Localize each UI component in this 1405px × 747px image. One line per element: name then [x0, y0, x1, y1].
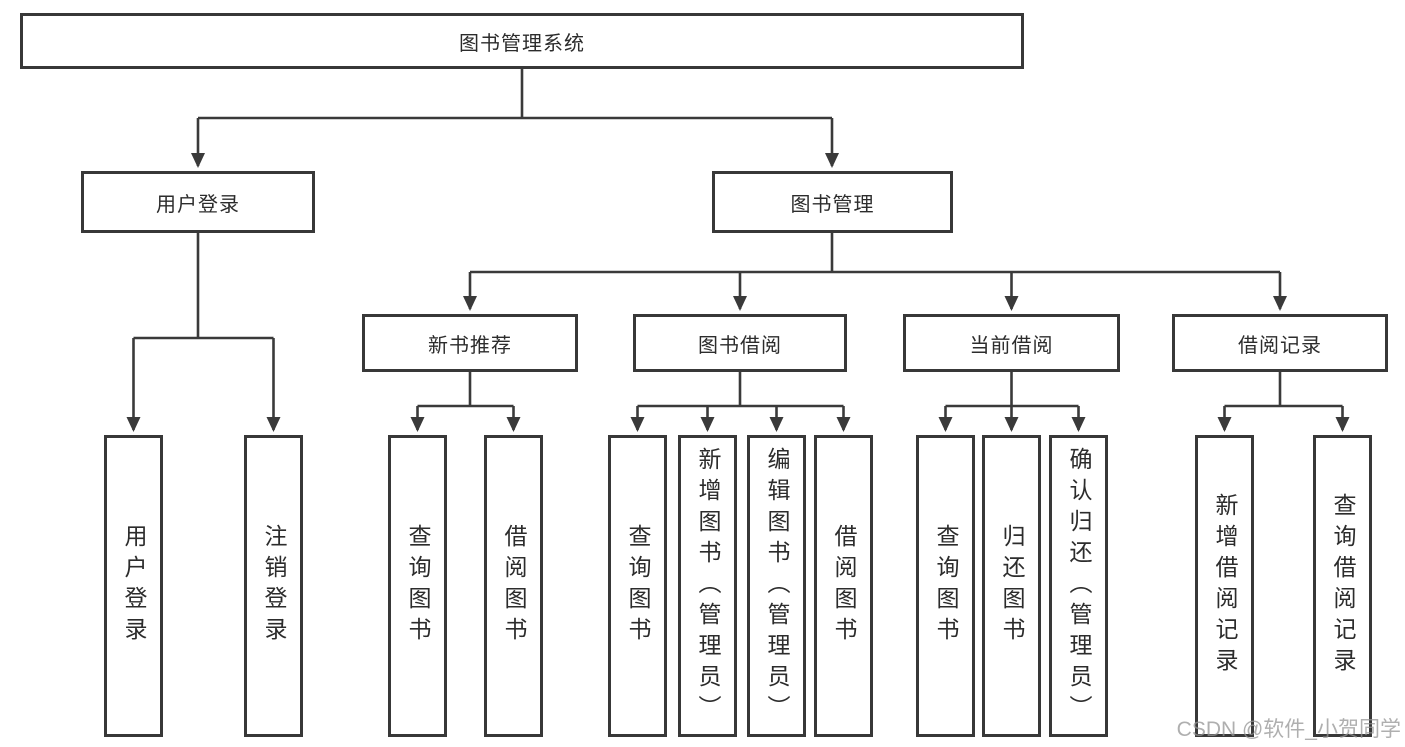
node-label: 新增借阅记录 [1212, 493, 1238, 679]
node-label: 查询图书 [405, 524, 431, 648]
leaf-confirm-return-admin: 确认归还（管理员） [1049, 435, 1108, 737]
node-label: 查询图书 [625, 524, 651, 648]
leaf-user-login: 用户登录 [104, 435, 163, 737]
leaf-query-books-borrow: 查询图书 [608, 435, 667, 737]
leaf-return-books: 归还图书 [982, 435, 1041, 737]
leaf-add-borrow-record: 新增借阅记录 [1195, 435, 1254, 737]
node-label: 用户登录 [156, 193, 240, 216]
node-label: 确认归还（管理员） [1066, 446, 1092, 726]
node-book-management: 图书管理 [712, 171, 953, 233]
node-label: 查询借阅记录 [1330, 493, 1356, 679]
node-label: 借阅记录 [1238, 334, 1322, 357]
node-label: 注销登录 [261, 524, 287, 648]
node-label: 编辑图书（管理员） [764, 446, 790, 726]
node-borrow-record: 借阅记录 [1172, 314, 1388, 372]
leaf-logout: 注销登录 [244, 435, 303, 737]
leaf-borrow-books-recommend: 借阅图书 [484, 435, 543, 737]
node-new-book-recommend: 新书推荐 [362, 314, 578, 372]
node-label: 归还图书 [999, 524, 1025, 648]
node-label: 当前借阅 [969, 334, 1054, 357]
node-label: 图书借阅 [698, 334, 782, 357]
leaf-edit-books-admin: 编辑图书（管理员） [747, 435, 806, 737]
node-label: 图书管理系统 [459, 32, 585, 55]
node-label: 图书管理 [790, 193, 875, 216]
leaf-borrow-books: 借阅图书 [814, 435, 873, 737]
node-label: 借阅图书 [501, 524, 527, 648]
leaf-add-books-admin: 新增图书（管理员） [678, 435, 737, 737]
leaf-query-books-current: 查询图书 [916, 435, 975, 737]
node-label: 用户登录 [121, 524, 147, 648]
node-label: 借阅图书 [831, 524, 857, 648]
node-label: 查询图书 [933, 524, 959, 648]
node-user-login: 用户登录 [81, 171, 315, 233]
node-current-borrow: 当前借阅 [903, 314, 1120, 372]
node-system-root: 图书管理系统 [20, 13, 1024, 69]
node-label: 新书推荐 [428, 334, 512, 357]
node-label: 新增图书（管理员） [695, 446, 721, 726]
leaf-query-borrow-record: 查询借阅记录 [1313, 435, 1372, 737]
leaf-query-books-recommend: 查询图书 [388, 435, 447, 737]
node-book-borrow: 图书借阅 [633, 314, 847, 372]
